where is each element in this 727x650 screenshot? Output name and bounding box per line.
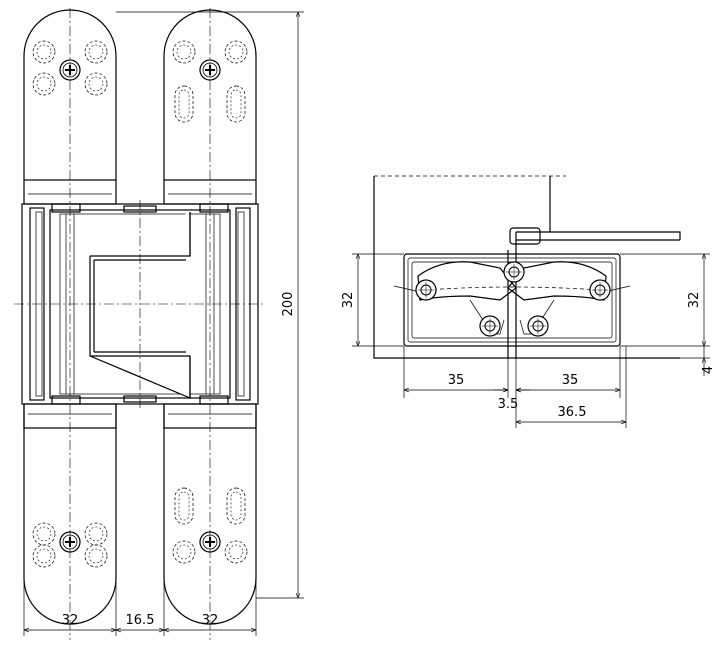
dim-36-5: 36.5: [558, 405, 587, 420]
hidden-screw-hole: [32, 40, 56, 64]
dim-center: 3.5: [498, 397, 519, 412]
dim-leaf-left: 32: [62, 613, 79, 628]
hidden-screw-hole: [84, 40, 108, 64]
frame-edge: [373, 176, 680, 359]
dim-left-35: 35: [448, 373, 465, 388]
hidden-screw-hole: [172, 40, 196, 64]
housing-outer: [403, 253, 621, 347]
hidden-screw-hole: [32, 544, 56, 568]
hidden-slot: [226, 487, 246, 525]
dim-right-35: 35: [562, 373, 579, 388]
screw-holes: [32, 40, 248, 568]
screw-icon: [59, 531, 81, 553]
hidden-slot: [174, 487, 194, 525]
dim-leaf-right: 32: [202, 613, 219, 628]
hidden-screw-hole: [84, 72, 108, 96]
pin-icon: [589, 279, 611, 301]
front-view: 200 32 16.5 32: [14, 8, 304, 640]
hidden-screw-hole: [32, 72, 56, 96]
dim-height-200: 200: [281, 292, 296, 317]
pin-icon: [479, 315, 501, 337]
section-view: 32 32 4 35 35 3.5 36.5: [341, 175, 716, 428]
hidden-slot: [174, 85, 194, 123]
pivot-pins: [415, 261, 611, 337]
screw-icon: [199, 531, 221, 553]
dim-height-left: 32: [341, 292, 356, 309]
pin-icon: [415, 279, 437, 301]
dim-height-right: 32: [687, 292, 702, 309]
screw-icon: [199, 59, 221, 81]
hidden-screw-hole: [84, 522, 108, 546]
screw-icon: [59, 59, 81, 81]
dim-offset: 4: [701, 366, 716, 374]
hidden-screw-hole: [224, 540, 248, 564]
hidden-screw-hole: [84, 544, 108, 568]
pin-icon: [503, 261, 525, 283]
hidden-slot: [226, 85, 246, 123]
pin-icon: [527, 315, 549, 337]
hidden-screw-hole: [172, 540, 196, 564]
hidden-screw-hole: [32, 522, 56, 546]
dim-gap: 16.5: [126, 613, 155, 628]
linkage-arm-right: [507, 261, 607, 301]
hidden-screw-hole: [224, 40, 248, 64]
